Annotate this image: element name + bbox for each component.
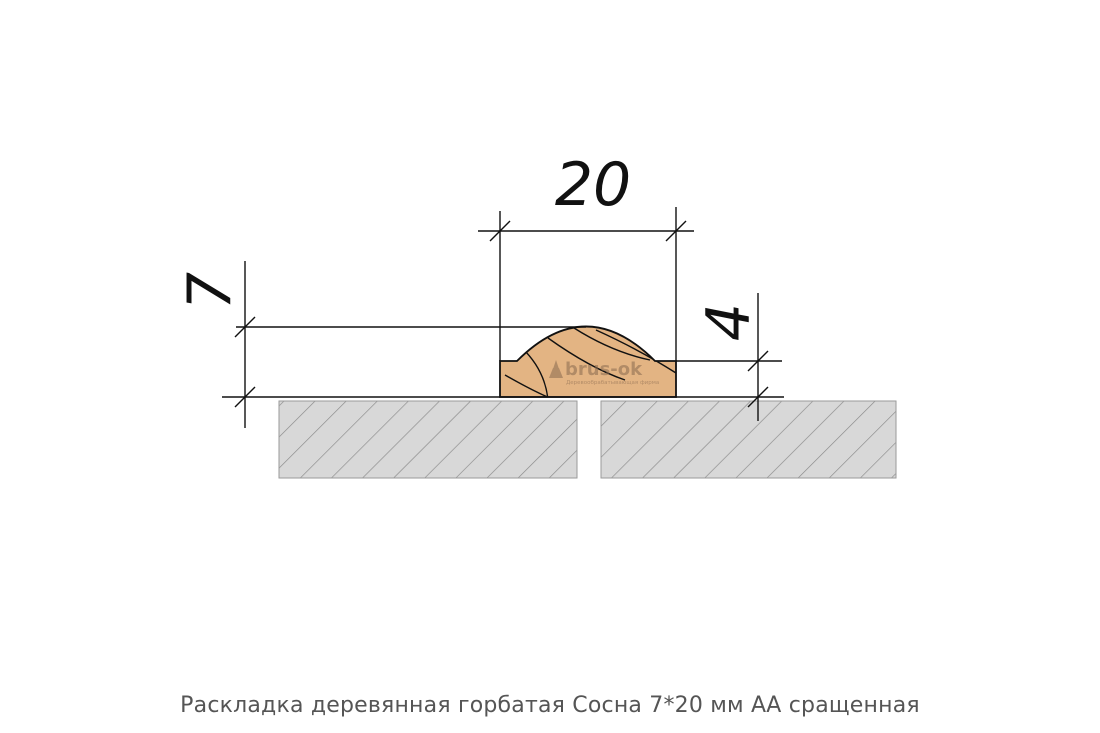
tree-logo-icon xyxy=(549,360,563,378)
dimension-total-height: 7 xyxy=(175,272,245,310)
watermark: brus-ok Деревообрабатывающая фирма xyxy=(549,359,659,386)
dimension-width: 20 xyxy=(555,150,631,220)
left-board xyxy=(278,400,578,479)
dimension-lines xyxy=(222,207,784,428)
dimension-side-height: 4 xyxy=(694,303,764,341)
right-board xyxy=(600,400,897,479)
watermark-brand: brus-ok xyxy=(565,359,643,380)
product-caption: Раскладка деревянная горбатая Сосна 7*20… xyxy=(180,693,920,718)
watermark-tagline: Деревообрабатывающая фирма xyxy=(566,380,659,386)
wood-grain xyxy=(504,327,676,397)
wood-profile: brus-ok Деревообрабатывающая фирма xyxy=(499,325,677,398)
